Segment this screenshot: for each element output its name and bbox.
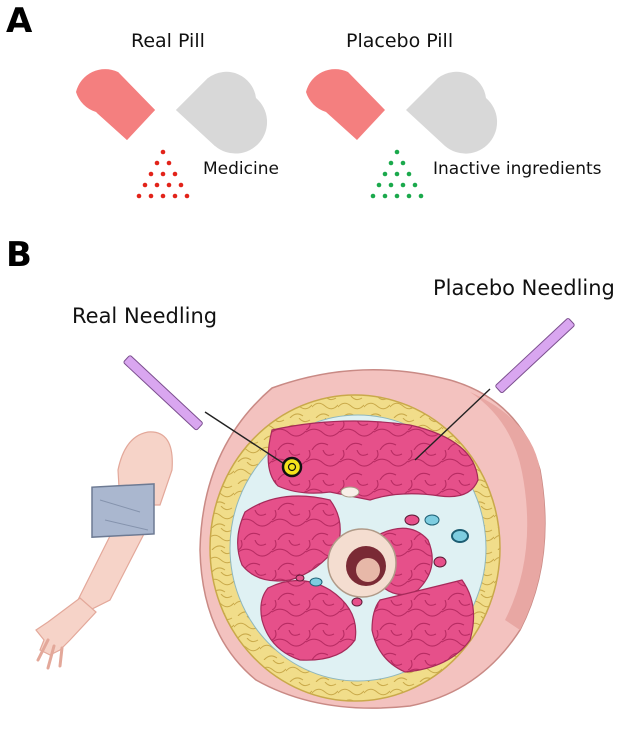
placebo-needling-label: Placebo Needling xyxy=(433,276,615,300)
arm-cross-section-marker xyxy=(91,483,155,538)
placebo-pill-title: Placebo Pill xyxy=(346,30,454,52)
inactive-ingredients-label: Inactive ingredients xyxy=(433,159,602,179)
placebo-pill-cap xyxy=(406,71,498,154)
real-pill xyxy=(76,69,268,154)
medicine-label: Medicine xyxy=(203,159,279,179)
acupoint-marker xyxy=(281,456,303,478)
placebo-pill xyxy=(306,69,498,154)
panel-b-letter: B xyxy=(6,235,32,275)
real-pill-body-round xyxy=(76,69,155,140)
top-muscle xyxy=(267,420,479,501)
arm-illustration xyxy=(35,431,173,670)
real-pill-title: Real Pill xyxy=(131,30,205,52)
thigh-cross-section xyxy=(199,368,546,709)
medicine-dots xyxy=(136,149,190,199)
real-needling-label: Real Needling xyxy=(72,304,218,328)
inactive-dots xyxy=(370,149,424,199)
left-muscle xyxy=(237,495,341,582)
femur-bone xyxy=(327,528,397,598)
neurovascular-bundle xyxy=(295,486,469,607)
panel-a-letter: A xyxy=(6,1,33,41)
placebo-pill-body xyxy=(306,69,385,140)
bottom-right-muscle xyxy=(371,579,475,673)
placebo-needle xyxy=(414,318,575,461)
placebo-needle-handle xyxy=(495,318,575,393)
real-pill-cap-round xyxy=(176,71,268,154)
real-needle-handle xyxy=(123,355,203,431)
real-needle xyxy=(123,355,290,468)
